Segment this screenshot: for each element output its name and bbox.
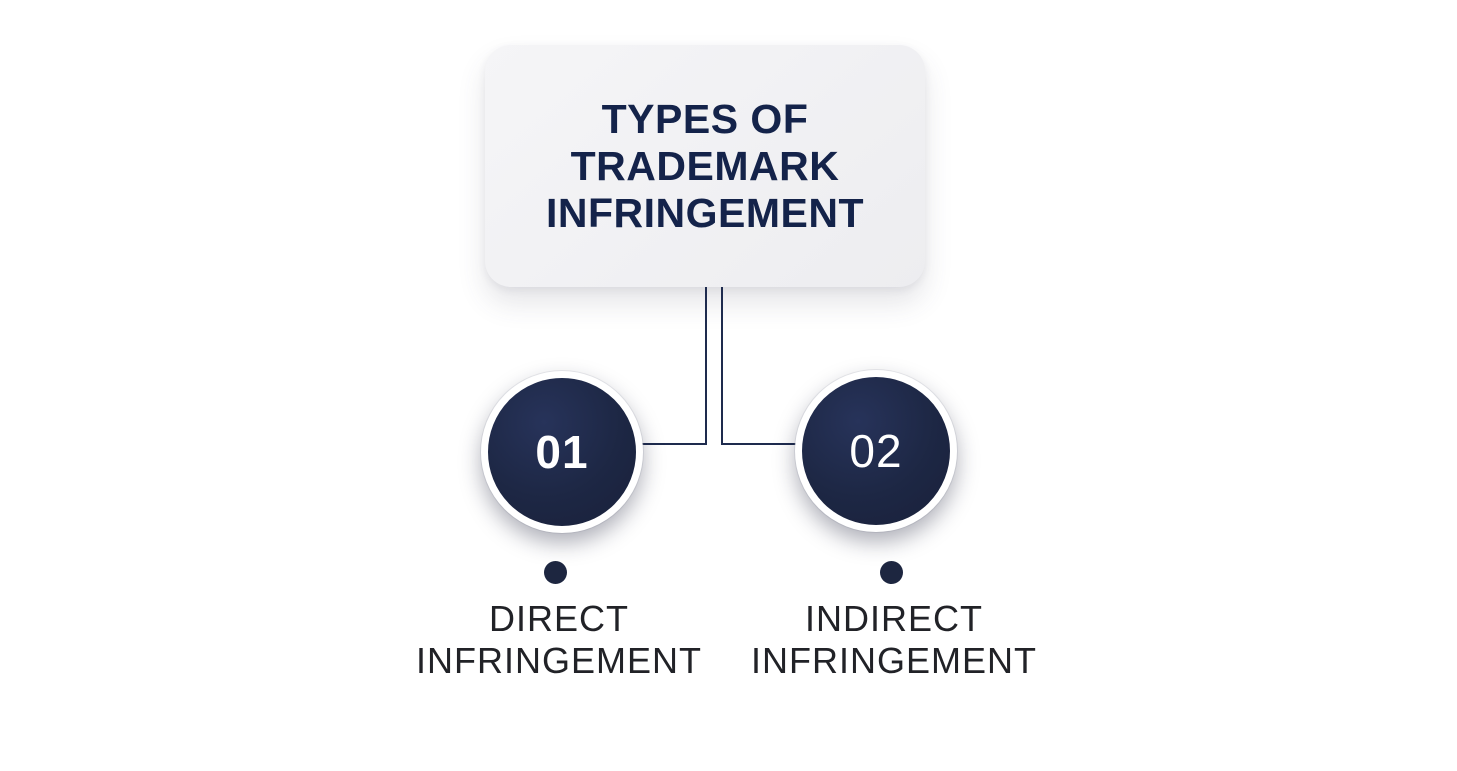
node-circle-02: 02 xyxy=(795,370,957,532)
title-line-2: TRADEMARK xyxy=(570,142,840,189)
connector-horizontal-left xyxy=(640,443,707,445)
node-label-02: INDIRECT INFRINGEMENT xyxy=(694,598,1094,682)
connector-vertical-left xyxy=(705,287,707,445)
node-label-02-line-1: INDIRECT xyxy=(805,598,983,639)
page-title: TYPES OF TRADEMARK INFRINGEMENT xyxy=(546,96,864,237)
title-line-1: TYPES OF xyxy=(601,95,809,142)
connector-horizontal-right xyxy=(721,443,801,445)
node-dot-02 xyxy=(880,561,903,584)
node-label-01-line-1: DIRECT xyxy=(489,598,629,639)
title-line-3: INFRINGEMENT xyxy=(545,189,865,236)
node-label-01: DIRECT INFRINGEMENT xyxy=(359,598,759,682)
node-label-02-line-2: INFRINGEMENT xyxy=(751,640,1037,681)
node-number-02: 02 xyxy=(849,425,903,477)
node-circle-01: 01 xyxy=(481,371,643,533)
node-label-01-line-2: INFRINGEMENT xyxy=(416,640,702,681)
connector-vertical-right xyxy=(721,287,723,445)
node-number-01: 01 xyxy=(535,426,589,478)
node-dot-01 xyxy=(544,561,567,584)
title-card: TYPES OF TRADEMARK INFRINGEMENT xyxy=(485,45,925,287)
